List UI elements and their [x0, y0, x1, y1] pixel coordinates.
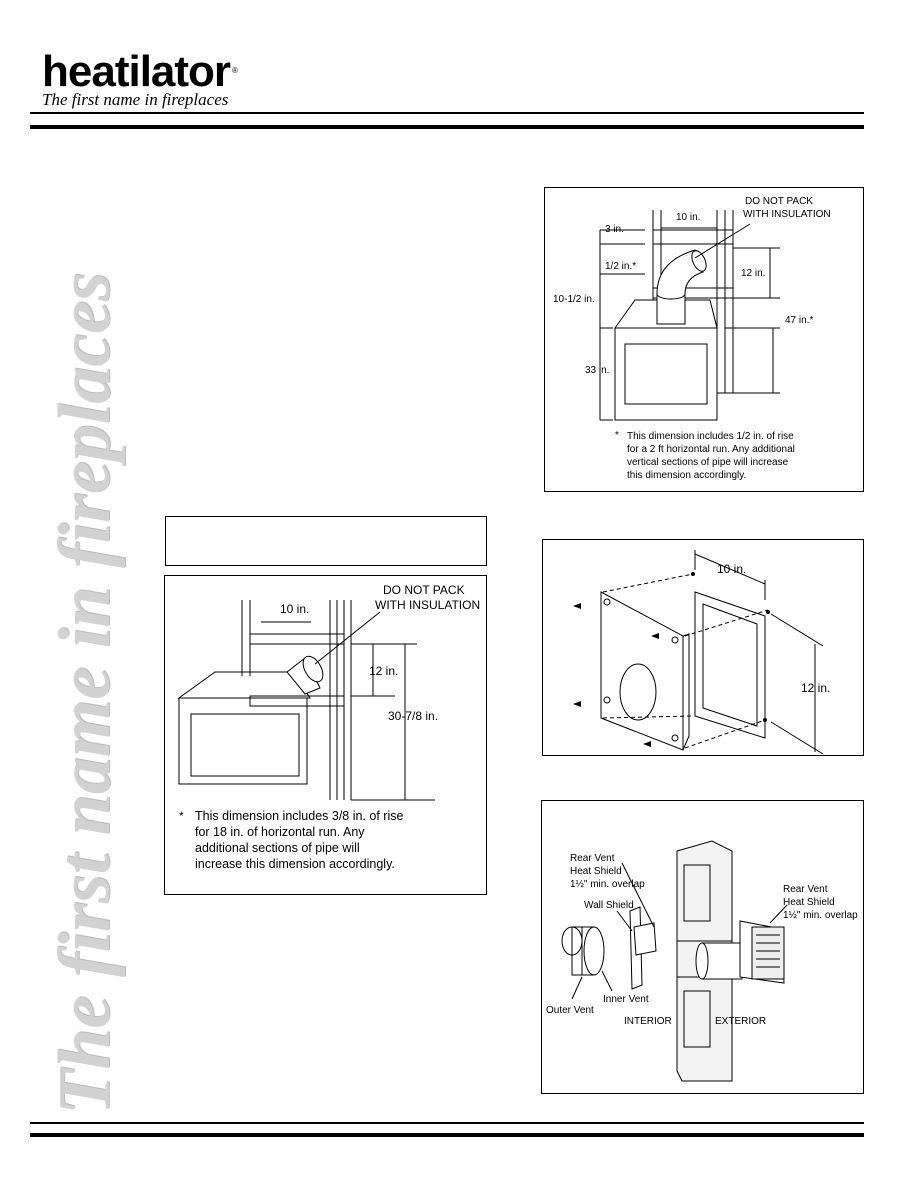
- caption-box: [165, 516, 487, 566]
- dim-33in: 33 in.: [585, 365, 610, 376]
- diagram-vent-assembly: [561, 840, 788, 1082]
- footer-rule-thin: [30, 1122, 864, 1124]
- label-rear-vent-heat-shield-right: Rear Vent Heat Shield 1½" min. overlap: [783, 884, 858, 921]
- dim-half-in: 1/2 in.*: [605, 261, 637, 272]
- diagram-vent-clearance-left: DO NOT PACK WITH INSULATION: [177, 583, 480, 801]
- header-rule-thick: [30, 125, 864, 129]
- diagram-vent-clearance-top: DO NOT PACK WITH INSULATION: [599, 196, 831, 421]
- dim-10in: 10 in.: [280, 602, 310, 616]
- figure-vent-assembly: Rear Vent Heat Shield 1½" min. overlap W…: [541, 800, 864, 1094]
- note-star: *: [179, 809, 184, 823]
- figure-vent-clearance-left: DO NOT PACK WITH INSULATION 10 in. 12 in…: [164, 575, 487, 895]
- label-rear-vent-heat-shield-left: Rear Vent Heat Shield 1½" min. overlap: [570, 853, 645, 890]
- dim-10in: 10 in.: [676, 212, 701, 223]
- dim-10-5in: 10-1/2 in.: [553, 294, 595, 305]
- svg-text:WITH INSULATION: WITH INSULATION: [743, 209, 831, 220]
- dim-12in: 12 in.: [369, 664, 399, 678]
- label-outer-vent: Outer Vent: [546, 1005, 594, 1016]
- label-inner-vent: Inner Vent: [603, 994, 649, 1005]
- svg-text:WITH INSULATION: WITH INSULATION: [375, 598, 480, 612]
- label-exterior: EXTERIOR: [715, 1016, 767, 1027]
- label-do-not-pack: DO NOT PACK: [383, 583, 465, 597]
- dim-12in: 12 in.: [741, 268, 766, 279]
- brand-name: heatilator: [42, 47, 231, 96]
- figure-vent-clearance-top: DO NOT PACK WITH INSULATION 10 in. 3 in.…: [544, 187, 864, 492]
- label-do-not-pack: DO NOT PACK: [745, 196, 813, 207]
- label-wall-shield: Wall Shield: [584, 900, 634, 911]
- side-watermark: The first name in fireplaces: [44, 272, 126, 1115]
- label-interior: INTERIOR: [624, 1016, 672, 1027]
- header-rule-thin: [30, 112, 864, 114]
- dim-3in: 3 in.: [605, 224, 624, 235]
- footer-rule-thick: [30, 1133, 864, 1137]
- diagram-wall-shield: [573, 550, 824, 755]
- registered-mark: ®: [232, 66, 238, 75]
- note-rise: This dimension includes 1/2 in. of rise …: [627, 431, 795, 481]
- dim-12in: 12 in.: [801, 681, 831, 695]
- dim-47in: 47 in.*: [785, 315, 814, 326]
- note-star: *: [615, 430, 619, 441]
- figure-wall-shield: 10 in. 12 in.: [542, 539, 864, 756]
- note-rise: This dimension includes 3/8 in. of rise …: [195, 809, 404, 871]
- dim-10in: 10 in.: [717, 562, 747, 576]
- dim-30in: 30-7/8 in.: [388, 709, 439, 723]
- brand-tagline: The first name in fireplaces: [42, 90, 229, 109]
